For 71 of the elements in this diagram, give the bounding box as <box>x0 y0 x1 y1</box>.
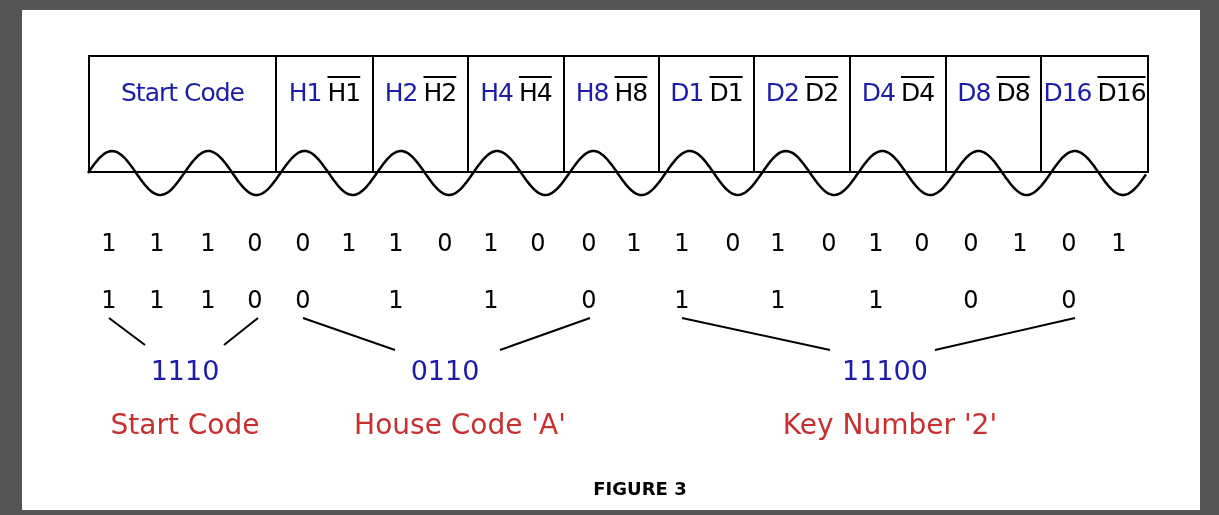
bit-value: 1 <box>200 288 216 312</box>
field-cell <box>849 55 945 173</box>
code-value: 1110 <box>150 357 220 384</box>
bit-value: 1 <box>341 231 357 255</box>
complement-bit-label: H2 <box>423 79 457 107</box>
bit-value: 1 <box>101 231 117 255</box>
bit-value: 1 <box>674 288 690 312</box>
code-name: Start Code <box>110 411 260 439</box>
complement-bit-label: D4 <box>901 79 935 107</box>
complement-bit-label: D8 <box>996 79 1030 107</box>
complement-bit-label: D2 <box>805 79 839 107</box>
code-value: 11100 <box>842 357 928 384</box>
bit-value: 0 <box>437 231 453 255</box>
bit-value: 0 <box>247 288 263 312</box>
bit-value: 0 <box>1061 288 1077 312</box>
bit-value: 0 <box>725 231 741 255</box>
field-cell <box>658 55 753 173</box>
bit-value: 1 <box>200 231 216 255</box>
bit-label: D2 <box>765 79 799 107</box>
complement-bit-label: D16 <box>1097 79 1146 107</box>
bit-value: 0 <box>247 231 263 255</box>
bit-label: H2 <box>384 79 418 107</box>
complement-bit-label: D1 <box>709 79 743 107</box>
field-cell <box>563 55 658 173</box>
bit-value: 0 <box>821 231 837 255</box>
field-cell <box>1040 55 1149 173</box>
field-cell <box>275 55 372 173</box>
bit-value: 1 <box>483 231 499 255</box>
bit-value: 1 <box>1012 231 1028 255</box>
bit-value: 0 <box>295 288 311 312</box>
bit-value: 1 <box>1111 231 1127 255</box>
complement-bit-label: H4 <box>519 79 552 107</box>
bit-label: D1 <box>670 79 704 107</box>
field-cell <box>88 55 275 173</box>
bit-value: 1 <box>626 231 642 255</box>
bit-value: 0 <box>581 231 597 255</box>
field-cell <box>753 55 849 173</box>
bit-value: 0 <box>963 231 979 255</box>
field-cell <box>467 55 563 173</box>
bit-label: D16 <box>1043 79 1092 107</box>
code-value: 0110 <box>410 357 480 384</box>
bit-value: 1 <box>388 288 404 312</box>
bit-label: D4 <box>861 79 895 107</box>
bit-label: H8 <box>575 79 609 107</box>
bit-label: D8 <box>957 79 991 107</box>
bit-value: 1 <box>770 288 786 312</box>
bit-value: 1 <box>388 231 404 255</box>
bit-value: 1 <box>149 231 165 255</box>
code-name: House Code 'A' <box>354 411 566 439</box>
bit-value: 1 <box>101 288 117 312</box>
complement-bit-label: H1 <box>327 79 361 107</box>
bit-value: 0 <box>963 288 979 312</box>
bit-label: Start Code <box>121 79 244 107</box>
bit-label: H4 <box>480 79 513 107</box>
bit-value: 1 <box>868 231 884 255</box>
bit-value: 1 <box>149 288 165 312</box>
figure-caption: FIGURE 3 <box>593 480 687 498</box>
bit-value: 0 <box>530 231 546 255</box>
bit-label: H1 <box>288 79 322 107</box>
bit-value: 1 <box>483 288 499 312</box>
bit-value: 1 <box>770 231 786 255</box>
bit-value: 0 <box>581 288 597 312</box>
bit-value: 0 <box>914 231 930 255</box>
complement-bit-label: H8 <box>614 79 648 107</box>
bit-value: 1 <box>674 231 690 255</box>
bit-value: 1 <box>868 288 884 312</box>
field-cell <box>945 55 1040 173</box>
code-name: Key Number '2' <box>782 411 998 439</box>
bit-value: 0 <box>1061 231 1077 255</box>
field-cell <box>372 55 467 173</box>
bit-value: 0 <box>295 231 311 255</box>
